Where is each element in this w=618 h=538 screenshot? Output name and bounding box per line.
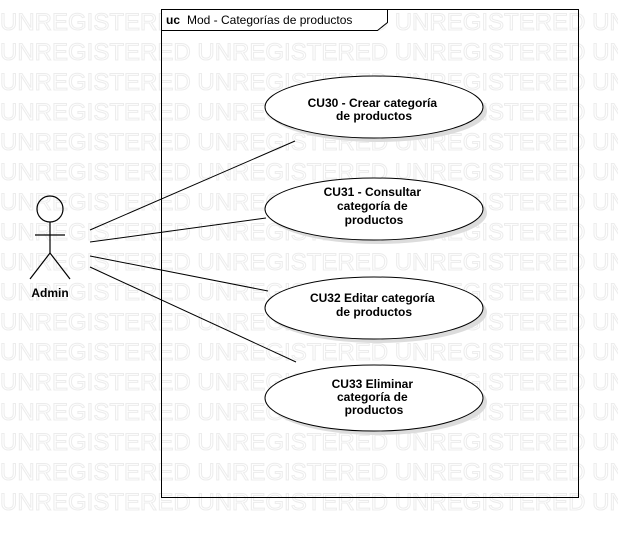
association-cu32[interactable]	[89, 255, 269, 292]
watermark-row: UNREGISTERED UNREGISTERED UNREGISTERED U…	[0, 429, 618, 456]
use-case-ellipse[interactable]	[264, 177, 484, 241]
association-cu33[interactable]	[89, 266, 297, 363]
use-case-label: CU31 - Consultar categoría de productos	[324, 185, 425, 227]
use-case-label-line: CU31 - Consultar	[324, 185, 422, 199]
use-case-label-line: productos	[345, 403, 404, 417]
actor-left-leg	[29, 252, 51, 280]
use-case-ellipse[interactable]	[264, 75, 484, 139]
use-case-label-line: CU32 Editar categoría	[310, 291, 435, 305]
watermark-row: UNREGISTERED UNREGISTERED UNREGISTERED U…	[0, 39, 618, 66]
frame-tab	[161, 9, 388, 31]
watermark-row: UNREGISTERED UNREGISTERED UNREGISTERED U…	[0, 459, 618, 486]
use-case-ellipse[interactable]	[264, 364, 484, 432]
associations	[89, 140, 297, 363]
use-case-label: CU33 Eliminar categoría de productos	[332, 377, 417, 417]
use-case-label-line: categoría de	[337, 390, 408, 404]
actor-admin[interactable]: Admin	[29, 195, 71, 300]
use-case-cu32[interactable]: CU32 Editar categoría de productos	[264, 276, 487, 343]
use-case-label-line: productos	[345, 213, 404, 227]
use-case-cu33[interactable]: CU33 Eliminar categoría de productos	[264, 364, 487, 435]
use-case-label-line: de productos	[336, 109, 412, 123]
use-case-label-line: CU30 - Crear categoría	[308, 96, 438, 110]
frame-keyword: uc	[166, 13, 180, 27]
use-case-label-line: de productos	[336, 305, 412, 319]
use-case-cu31[interactable]: CU31 - Consultar categoría de productos	[264, 177, 487, 244]
watermark-row: UNREGISTERED UNREGISTERED UNREGISTERED U…	[0, 339, 618, 366]
frame-title: Mod - Categorías de productos	[187, 13, 352, 27]
use-case-cu30[interactable]: CU30 - Crear categoría de productos	[264, 75, 487, 142]
use-case-label-line: categoría de	[337, 199, 408, 213]
use-case-ellipse[interactable]	[264, 276, 484, 340]
actor-label: Admin	[31, 286, 68, 300]
association-cu31[interactable]	[89, 217, 267, 243]
watermark-row: UNREGISTERED UNREGISTERED UNREGISTERED U…	[0, 159, 618, 186]
watermark-row: UNREGISTERED UNREGISTERED UNREGISTERED U…	[0, 249, 618, 276]
watermark-row: UNREGISTERED UNREGISTERED UNREGISTERED U…	[0, 489, 618, 516]
use-case-label: CU30 - Crear categoría de productos	[308, 96, 441, 123]
use-case-label: CU32 Editar categoría de productos	[310, 291, 438, 319]
association-cu30[interactable]	[89, 140, 296, 231]
actor-right-leg	[49, 252, 71, 280]
use-case-label-line: CU33 Eliminar	[332, 377, 414, 391]
